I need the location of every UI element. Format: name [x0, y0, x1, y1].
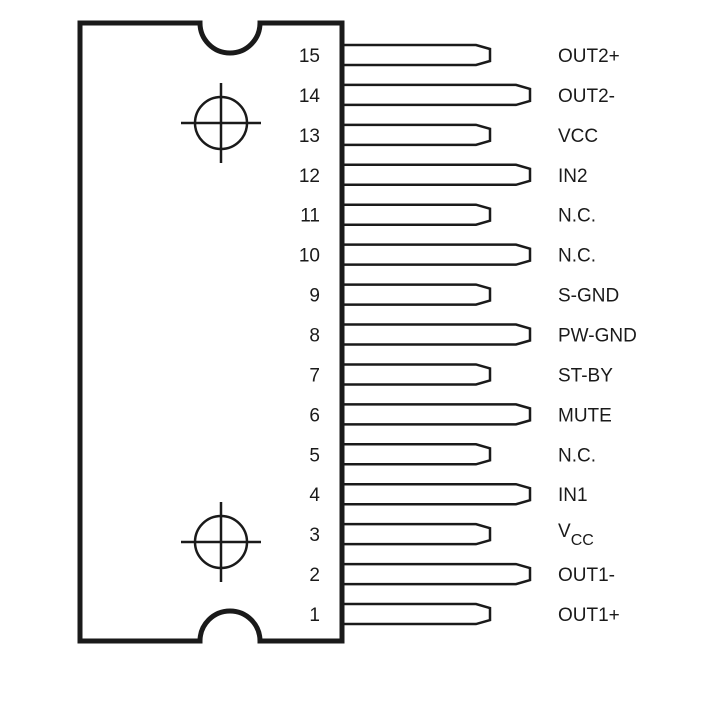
pin-lead [344, 323, 532, 346]
pin-number: 7 [309, 365, 320, 386]
pin-label: OUT1- [558, 565, 615, 586]
pin-label-text: OUT2- [558, 86, 615, 107]
pin-number: 6 [309, 405, 320, 426]
pin-label-text: PW-GND [558, 326, 637, 347]
pin-label: VCC [558, 521, 594, 549]
pin-label-text: OUT2+ [558, 46, 620, 67]
pin-lead [344, 243, 532, 266]
pin-label: OUT1+ [558, 605, 620, 626]
pin-label: VCC [558, 126, 598, 147]
pin-label: OUT2+ [558, 46, 620, 67]
pin-lead [344, 602, 492, 626]
pin-9: 9 S-GND [309, 283, 619, 307]
pin-lead [344, 562, 532, 586]
pin-number: 13 [299, 126, 320, 147]
pin-2: 2 OUT1- [309, 562, 615, 586]
pin-lead [344, 283, 492, 306]
pin-label-text: OUT1- [558, 565, 615, 586]
pin-number: 2 [309, 565, 320, 586]
pin-label: IN2 [558, 166, 588, 187]
pin-label: N.C. [558, 206, 596, 227]
pin-label-text: N.C. [558, 206, 596, 227]
pin-lead [344, 203, 492, 226]
pin-15: 15 OUT2+ [299, 43, 620, 67]
pin-label: ST-BY [558, 365, 613, 386]
pin-label-text: IN1 [558, 485, 588, 506]
pin-number: 11 [300, 206, 320, 227]
pin-7: 7 ST-BY [309, 363, 613, 386]
pin-11: 11 N.C. [300, 203, 596, 227]
pin-number: 4 [309, 485, 320, 506]
pin-3: 3 VCC [309, 521, 593, 549]
pin-13: 13 VCC [299, 123, 598, 147]
ic-package-body [77, 20, 345, 644]
pin-label: N.C. [558, 445, 596, 466]
pin-label: OUT2- [558, 86, 615, 107]
pin-lead [344, 522, 492, 546]
pin-label: MUTE [558, 405, 612, 426]
pin-6: 6 MUTE [309, 403, 612, 426]
pin-number: 10 [299, 246, 320, 267]
pin-label-text: ST-BY [558, 365, 613, 386]
pin-1: 1 OUT1+ [309, 602, 620, 626]
pin-lead [344, 163, 532, 187]
pin-number: 15 [299, 46, 320, 67]
pin-label-text: V [558, 521, 571, 542]
pin-label: IN1 [558, 485, 588, 506]
pin-label-text: VCC [558, 126, 598, 147]
pin-label-text: N.C. [558, 445, 596, 466]
pin-4: 4 IN1 [309, 482, 588, 506]
pin-lead [344, 43, 492, 67]
pin-label-text: OUT1+ [558, 605, 620, 626]
pin-5: 5 N.C. [309, 443, 596, 466]
pin-number: 3 [309, 525, 320, 546]
pin-label: S-GND [558, 286, 619, 307]
mounting-hole-top-icon [181, 83, 261, 163]
pin-label-text: N.C. [558, 246, 596, 267]
pin-number: 9 [309, 286, 320, 307]
pin-number: 8 [309, 326, 320, 347]
pin-number: 14 [299, 86, 321, 107]
pin-number: 1 [309, 605, 320, 626]
pin-label-subscript: CC [571, 532, 594, 549]
mounting-hole-bottom-icon [181, 502, 261, 582]
pin-label: PW-GND [558, 326, 637, 347]
pin-lead [344, 83, 532, 107]
pin-label: N.C. [558, 246, 596, 267]
pin-label-text: IN2 [558, 166, 588, 187]
pin-14: 14 OUT2- [299, 83, 615, 107]
pin-lead [344, 403, 532, 426]
pin-10: 10 N.C. [299, 243, 596, 267]
pin-label-text: S-GND [558, 286, 619, 307]
pin-lead [344, 363, 492, 386]
pin-8: 8 PW-GND [309, 323, 637, 347]
pin-lead [344, 482, 532, 506]
pin-lead [344, 123, 492, 147]
pin-number: 5 [309, 445, 320, 466]
pin-label-text: MUTE [558, 405, 612, 426]
pin-number: 12 [299, 166, 320, 187]
pin-lead [344, 443, 492, 466]
pin-12: 12 IN2 [299, 163, 588, 187]
